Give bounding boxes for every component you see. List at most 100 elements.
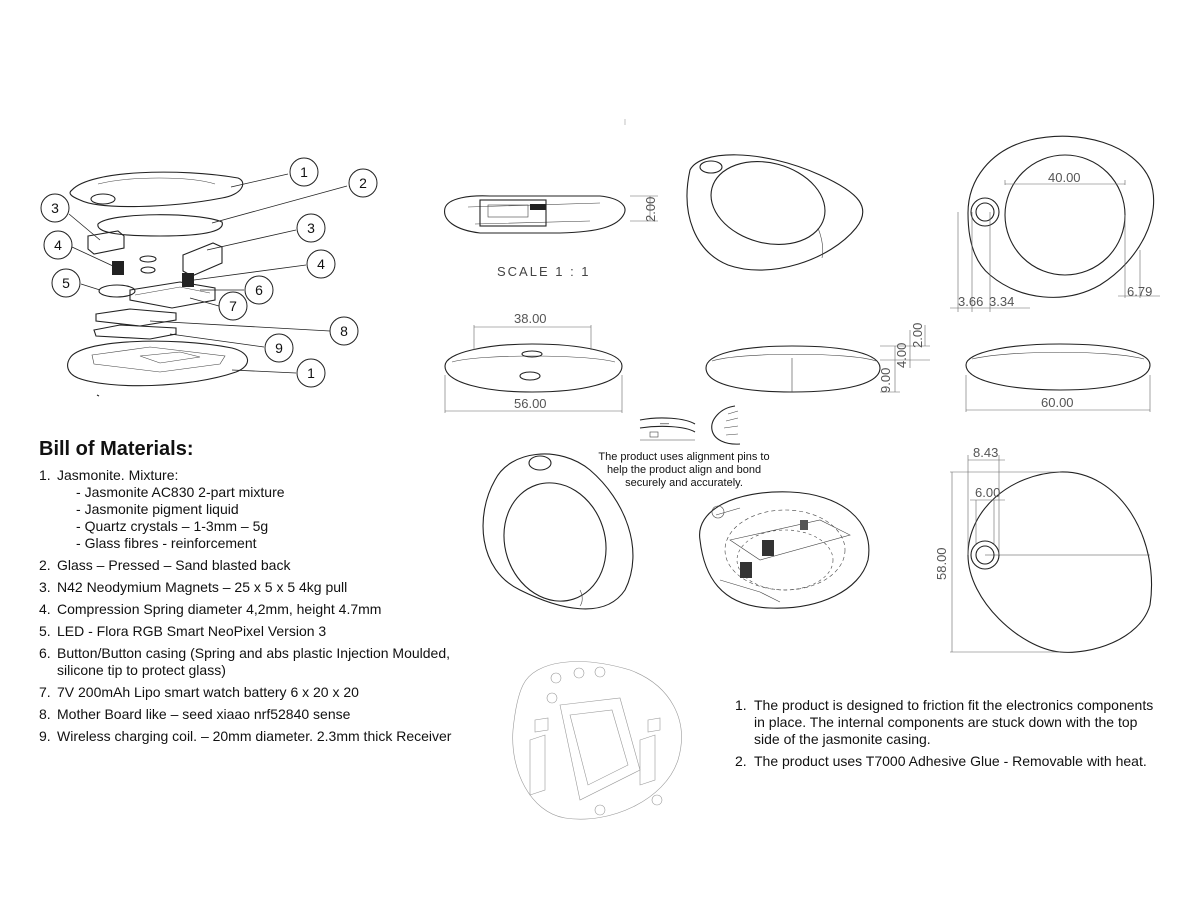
svg-text:1: 1	[300, 164, 308, 180]
casing-top-hole	[90, 193, 116, 205]
svg-text:3: 3	[307, 220, 315, 236]
svg-text:3.66: 3.66	[958, 294, 983, 309]
svg-text:4: 4	[54, 237, 62, 253]
balloon-5: 5	[51, 268, 81, 298]
note-item: 2. The product uses T7000 Adhesive Glue -…	[735, 753, 1165, 770]
elevation-view: 8.43 6.00 58.00	[934, 445, 1152, 653]
note-number: 2.	[735, 753, 747, 769]
bom-item: 6. Button/Button casing (Spring and abs p…	[39, 645, 479, 679]
battery-edge	[134, 286, 211, 296]
svg-text:6.00: 6.00	[975, 485, 1000, 500]
svg-text:9: 9	[275, 340, 283, 356]
bom-item-text: Button/Button casing (Spring and abs pla…	[57, 645, 451, 678]
bom-item-text: Glass – Pressed – Sand blasted back	[57, 557, 291, 573]
svg-text:1: 1	[307, 365, 315, 381]
svg-text:4.00: 4.00	[894, 343, 909, 368]
notes-list: 1.The product is designed to friction fi…	[735, 697, 1165, 770]
note-text: The product uses T7000 Adhesive Glue - R…	[754, 753, 1147, 769]
bom-item-number: 4.	[39, 601, 51, 617]
bom-list: 1. Jasmonite. Mixture: Jasmonite AC830 2…	[39, 467, 479, 745]
svg-text:5: 5	[62, 275, 70, 291]
bom-item-number: 8.	[39, 706, 51, 722]
bom-item-number: 5.	[39, 623, 51, 639]
casing-top-part	[69, 171, 244, 208]
balloon-1-bottom: 1	[296, 358, 326, 388]
assembly-notes: 1.The product is designed to friction fi…	[735, 697, 1165, 775]
button-spring-part	[140, 266, 156, 274]
bom-subitem: Quartz crystals – 1-3mm – 5g	[57, 518, 285, 535]
svg-text:2.00: 2.00	[910, 323, 925, 348]
svg-text:38.00: 38.00	[514, 311, 547, 326]
bill-of-materials: Bill of Materials: 1. Jasmonite. Mixture…	[39, 438, 479, 750]
balloon-3-right: 3	[296, 213, 326, 243]
bom-sublist: Jasmonite AC830 2-part mixture Jasmonite…	[57, 484, 285, 552]
svg-text:3: 3	[51, 200, 59, 216]
bom-item: 3.N42 Neodymium Magnets – 25 x 5 x 5 4kg…	[39, 579, 479, 596]
svg-text:6.79: 6.79	[1127, 284, 1152, 299]
magnet-left-part	[87, 230, 125, 255]
svg-text:4: 4	[317, 256, 325, 272]
balloon-1-top: 1	[289, 157, 319, 187]
spring-left-part	[112, 261, 124, 275]
magnet-right-part	[182, 242, 223, 277]
bom-item-text: N42 Neodymium Magnets – 25 x 5 x 5 4kg p…	[57, 579, 348, 595]
balloon-8: 8	[329, 316, 359, 346]
bom-item-text: LED - Flora RGB Smart NeoPixel Version 3	[57, 623, 327, 639]
bom-item: 5. LED - Flora RGB Smart NeoPixel Version…	[39, 623, 479, 640]
bom-item-text: Jasmonite. Mixture:	[57, 467, 179, 483]
spring-right-part	[182, 273, 194, 287]
alignment-note: The product uses alignment pins to help …	[598, 451, 770, 489]
casing-bottom-part	[67, 340, 249, 387]
balloon-3-left: 3	[40, 193, 70, 223]
bom-item-number: 2.	[39, 557, 51, 573]
bom-item: 4. Compression Spring diameter 4,2mm, hei…	[39, 601, 479, 618]
bom-item-number: 6.	[39, 645, 51, 661]
bom-item-text: Mother Board like – seed xiaao nrf52840 …	[57, 706, 351, 722]
bom-title: Bill of Materials:	[39, 438, 194, 460]
bom-item: 9.Wireless charging coil. – 20mm diamete…	[39, 728, 479, 745]
svg-text:2: 2	[359, 175, 367, 191]
svg-text:58.00: 58.00	[934, 547, 949, 580]
balloon-2: 2	[348, 168, 378, 198]
exploded-view: 1 2 3 3 4 4 5 6 7 8 9 1	[40, 157, 378, 397]
bom-item-number: 1.	[39, 467, 51, 483]
balloon-6: 6	[244, 275, 274, 305]
scale-label: SCALE 1 : 1	[497, 264, 591, 279]
front-view: 38.00 56.00	[444, 311, 623, 413]
top-view: 40.00 3.66 3.34 6.79	[950, 135, 1160, 312]
note-number: 1.	[735, 697, 747, 713]
bom-subitem: Glass fibres - reinforcement	[57, 535, 285, 552]
bom-item-number: 9.	[39, 728, 51, 744]
coil-part	[93, 324, 177, 340]
button-cap-part	[139, 255, 157, 263]
svg-text:2.00: 2.00	[643, 197, 658, 222]
bom-item-text: Compression Spring diameter 4,2mm, heigh…	[57, 601, 382, 617]
bom-item: 8. Mother Board like – seed xiaao nrf5284…	[39, 706, 479, 723]
balloon-7: 7	[218, 291, 248, 321]
casing-bottom-mark	[96, 394, 100, 397]
svg-text:9.00: 9.00	[878, 368, 893, 393]
led-part	[98, 284, 136, 298]
battery-part	[129, 281, 216, 309]
bom-item: 2. Glass – Pressed – Sand blasted back	[39, 557, 479, 574]
section-view: 2.00 SCALE 1 : 1	[444, 195, 658, 279]
svg-text:8.43: 8.43	[973, 445, 998, 460]
svg-text:7: 7	[229, 298, 237, 314]
note-item: 1.The product is designed to friction fi…	[735, 697, 1165, 748]
casing-top-inner	[97, 177, 216, 185]
svg-text:—: —	[660, 418, 669, 428]
glass-part	[97, 214, 223, 237]
balloon-4-left: 4	[43, 230, 73, 260]
bom-subitem: Jasmonite pigment liquid	[57, 501, 285, 518]
motherboard-part	[95, 308, 177, 327]
svg-text:60.00: 60.00	[1041, 395, 1074, 410]
side-view: 9.00 4.00 2.00	[705, 323, 930, 393]
balloon-4-right: 4	[306, 249, 336, 279]
xray-iso-view	[699, 491, 870, 609]
bom-item-text: 7V 200mAh Lipo smart watch battery 6 x 2…	[57, 684, 359, 700]
iso-view-left	[482, 453, 634, 610]
svg-text:40.00: 40.00	[1048, 170, 1081, 185]
bom-subitem: Jasmonite AC830 2-part mixture	[57, 484, 285, 501]
iso-view-top	[686, 154, 864, 271]
